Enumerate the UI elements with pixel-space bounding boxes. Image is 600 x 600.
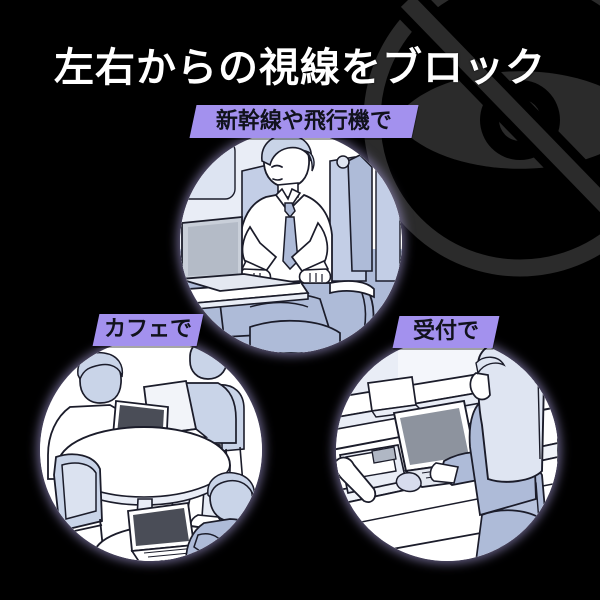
scene-reception [336, 339, 558, 561]
scene-train [180, 131, 402, 353]
tag-reception: 受付で [392, 316, 500, 348]
tag-cafe: カフェで [92, 314, 204, 346]
tag-train-label: 新幹線や飛行機で [215, 108, 392, 134]
tag-cafe-label: カフェで [103, 317, 192, 342]
tag-train: 新幹線や飛行機で [189, 105, 419, 138]
page-title: 左右からの視線をブロック [54, 45, 546, 91]
tag-reception-label: 受付で [412, 319, 479, 344]
scene-cafe [40, 339, 262, 561]
